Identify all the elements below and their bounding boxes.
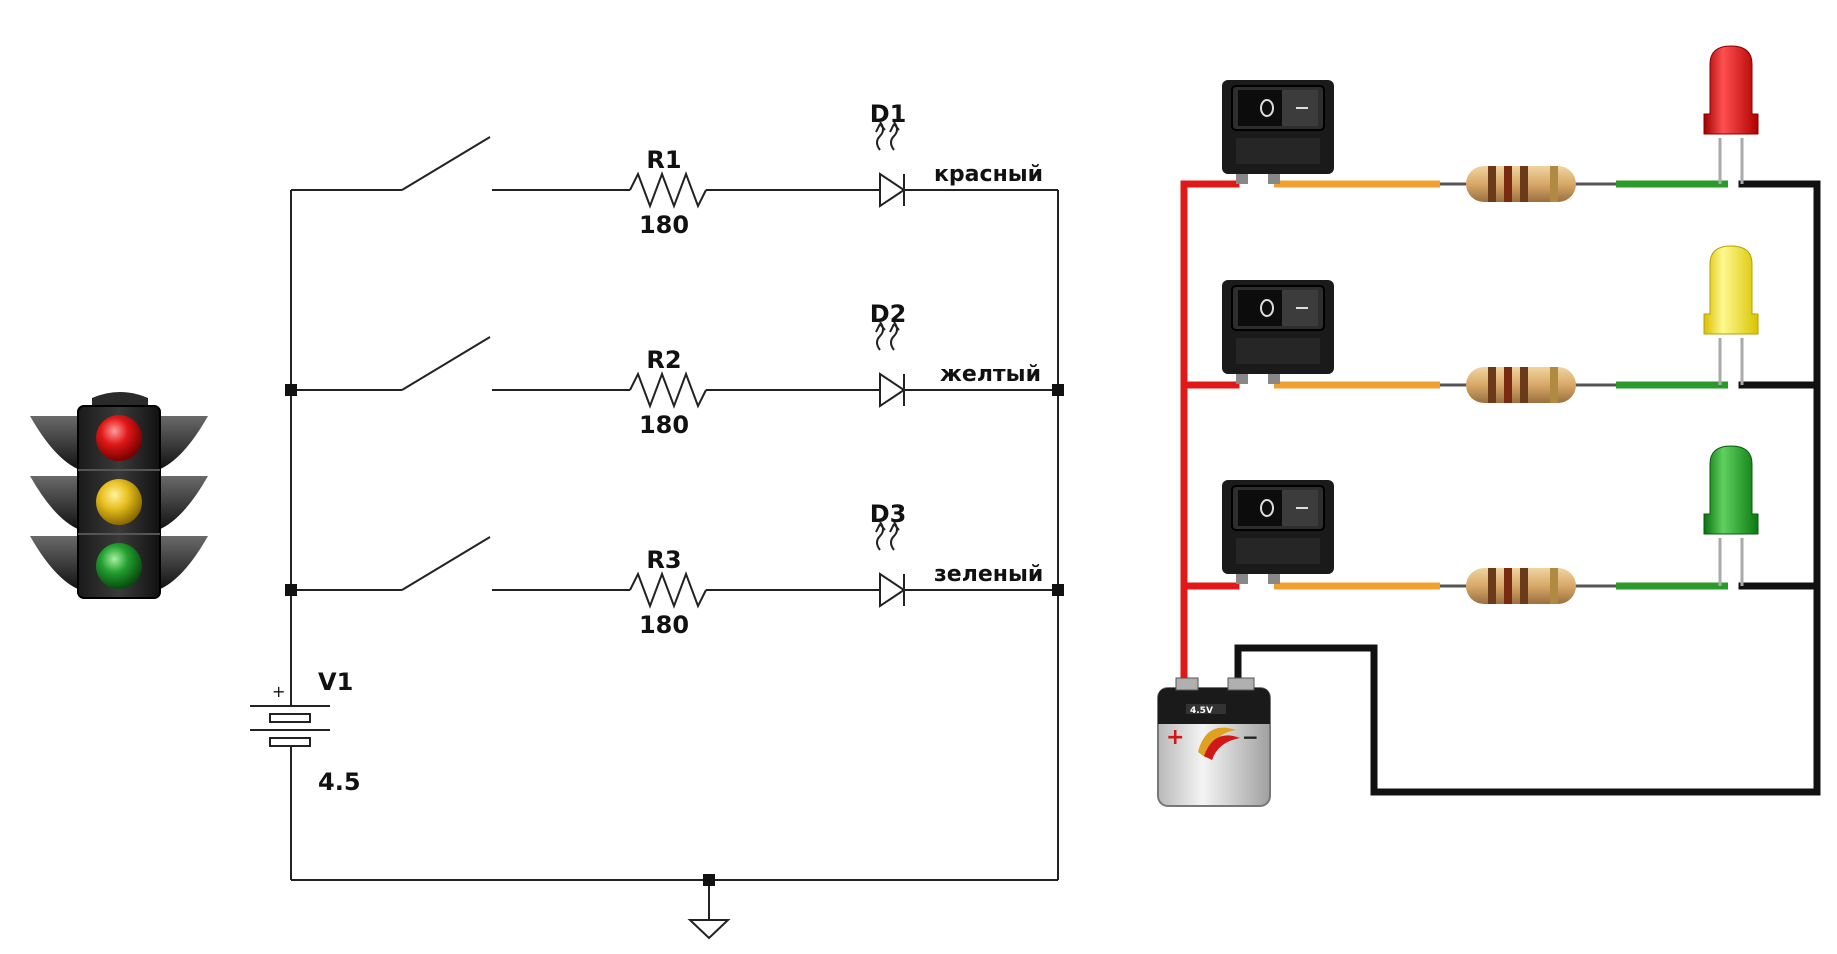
rocker-switch-1-icon[interactable] [1222, 80, 1334, 184]
switch-3-lever [401, 536, 491, 591]
wiring-row-1 [1222, 45, 1759, 202]
yellow-lamp-icon [96, 479, 142, 525]
yellow-led-icon [1703, 245, 1759, 385]
ground-junction [703, 874, 715, 886]
resistor-1-name: R1 [646, 146, 681, 174]
schematic-branch-1: R1 180 D1 красный [291, 100, 1058, 239]
red-lamp-icon [96, 415, 142, 461]
battery-plus-sign: + [272, 682, 285, 701]
resistor-2-component-icon [1466, 367, 1576, 403]
schematic-branch-2: R2 180 D2 желтый [285, 300, 1064, 439]
wiring-row-3 [1222, 445, 1759, 604]
resistor-2-name: R2 [646, 346, 681, 374]
resistor-1-component-icon [1466, 166, 1576, 202]
diode-3-name: D3 [870, 500, 907, 528]
battery-minus-terminal: − [1242, 725, 1259, 749]
traffic-light-visors [30, 416, 208, 590]
resistor-3-value: 180 [639, 611, 689, 639]
resistor-1-value: 180 [639, 211, 689, 239]
rocker-switch-3-icon[interactable] [1222, 480, 1334, 584]
diode-2-color-label: желтый [940, 362, 1041, 387]
diode-1-color-label: красный [934, 162, 1043, 187]
battery-plus-terminal: + [1166, 725, 1184, 750]
resistor-3-component-icon [1466, 568, 1576, 604]
green-lamp-icon [96, 543, 142, 589]
battery-voltage: 4.5 [318, 768, 361, 796]
diode-1-name: D1 [870, 100, 907, 128]
resistor-2-value: 180 [639, 411, 689, 439]
battery-name: V1 [318, 668, 353, 696]
schematic-branch-3: R3 180 D3 зеленый [285, 500, 1064, 639]
switch-1-lever [401, 136, 491, 191]
negative-wire [1234, 180, 1821, 796]
resistor-3-name: R3 [646, 546, 681, 574]
diode-2-name: D2 [870, 300, 907, 328]
battery-label: 4.5V [1190, 706, 1213, 716]
battery-symbol: + V1 4.5 [250, 668, 361, 796]
traffic-light-icon [30, 392, 208, 599]
diode-3-color-label: зеленый [934, 562, 1043, 587]
switch-2-lever [401, 336, 491, 391]
battery-4-5v-icon: 4.5V + − [1157, 677, 1271, 807]
rocker-switch-2-icon[interactable] [1222, 280, 1334, 384]
red-led-icon [1703, 45, 1759, 184]
green-led-icon [1703, 445, 1759, 586]
positive-wire [1180, 180, 1240, 696]
schematic [290, 190, 1059, 940]
wiring-row-2 [1222, 245, 1759, 403]
